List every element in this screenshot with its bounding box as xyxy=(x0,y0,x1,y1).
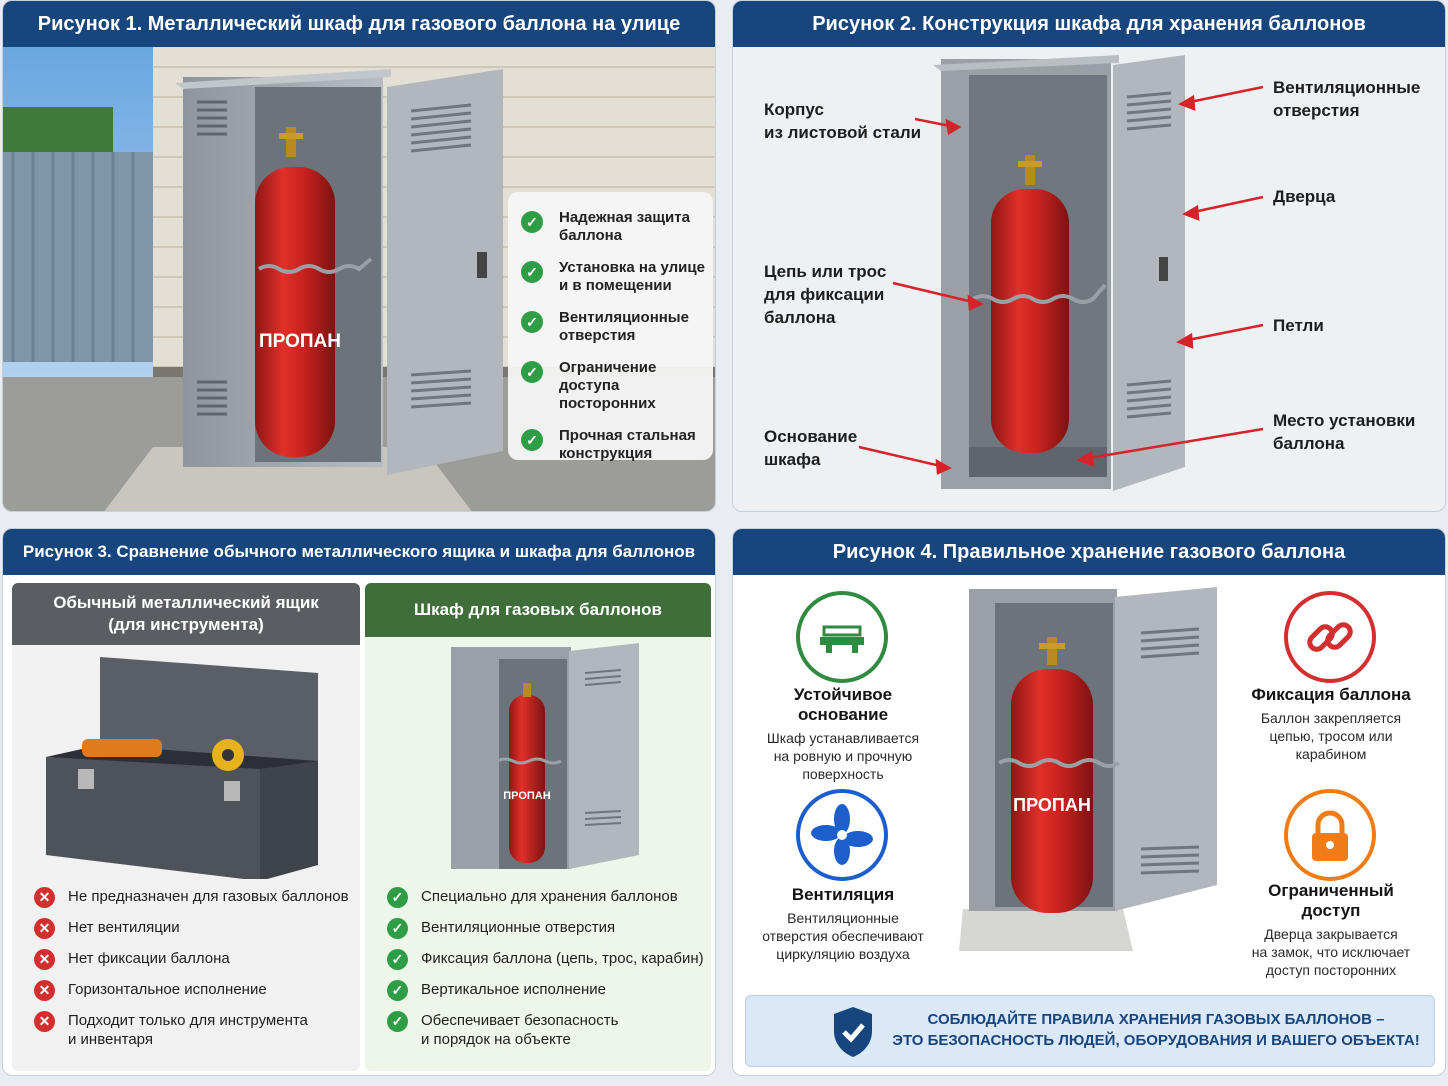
feature-fixation: Фиксация баллона Баллон закрепляется цеп… xyxy=(1251,685,1411,762)
cabinet-column-title: Шкаф для газовых баллонов xyxy=(365,583,711,637)
cylinder-label-4: ПРОПАН xyxy=(1013,795,1091,815)
label-place: Место установки баллона xyxy=(1273,411,1416,453)
label-vents: Вентиляционные отверстия xyxy=(1273,78,1421,120)
label-body: Корпус из листовой стали xyxy=(764,100,922,142)
pros-item: ✓Обеспечивает безопасность и порядок на … xyxy=(387,1011,707,1049)
cons-item: ✕Нет фиксации баллона xyxy=(34,949,354,970)
feature-item: ✓Установка на улице и в помещении xyxy=(521,259,715,295)
figure-2-panel: Рисунок 2. Конструкция шкафа для хранени… xyxy=(732,0,1446,512)
cabinet-image-center: ПРОПАН xyxy=(959,587,1217,951)
chain-link-icon xyxy=(1284,591,1376,683)
figure-4-title: Рисунок 4. Правильное хранение газового … xyxy=(733,529,1445,575)
fan-icon xyxy=(796,789,888,881)
cabinet-pros-list: ✓Специально для хранения баллонов ✓Венти… xyxy=(387,887,707,1061)
shield-check-icon xyxy=(834,1007,872,1057)
label-door: Дверца xyxy=(1273,187,1336,206)
pros-item: ✓Фиксация баллона (цепь, трос, карабин) xyxy=(387,949,707,970)
feature-item: ✓Ограничение доступа посторонних xyxy=(521,359,715,413)
pros-item: ✓Вентиляционные отверстия xyxy=(387,918,707,939)
toolbox-column-title: Обычный металлический ящик (для инструме… xyxy=(12,583,360,645)
feature-ventilation: Вентиляция Вентиляционные отверстия обес… xyxy=(762,885,924,962)
safety-banner: СОБЛЮДАЙТЕ ПРАВИЛА ХРАНЕНИЯ ГАЗОВЫХ БАЛЛ… xyxy=(745,995,1435,1067)
outdoor-cabinet-photo: ПРОПАН xyxy=(3,47,715,511)
figure-4-panel: Рисунок 4. Правильное хранение газового … xyxy=(732,528,1446,1076)
cylinder-label-1: ПРОПАН xyxy=(259,331,341,352)
label-base: Основание шкафа xyxy=(764,427,858,469)
toolbox-column: Обычный металлический ящик (для инструме… xyxy=(12,583,360,1071)
cons-item: ✕Нет вентиляции xyxy=(34,918,354,939)
cabinet-image-small: ПРОПАН xyxy=(451,643,639,869)
padlock-icon xyxy=(1284,789,1376,881)
figure-3-title: Рисунок 3. Сравнение обычного металличес… xyxy=(3,529,715,575)
figure-1-panel: Рисунок 1. Металлический шкаф для газово… xyxy=(2,0,716,512)
label-chain: Цепь или трос для фиксации баллона xyxy=(764,262,887,327)
cons-item: ✕Не предназначен для газовых баллонов xyxy=(34,887,354,908)
feature-restricted-access: Ограниченный доступ Дверца закрывается н… xyxy=(1251,881,1411,978)
figure-1-title: Рисунок 1. Металлический шкаф для газово… xyxy=(3,1,715,47)
feature-item: ✓Прочная стальная конструкция xyxy=(521,427,715,463)
cons-item: ✕Горизонтальное исполнение xyxy=(34,980,354,1001)
figure-2-title: Рисунок 2. Конструкция шкафа для хранени… xyxy=(733,1,1445,47)
cabinet-diagram xyxy=(858,55,1264,491)
toolbox-cons-list: ✕Не предназначен для газовых баллонов ✕Н… xyxy=(34,887,354,1061)
label-hinges: Петли xyxy=(1273,316,1324,335)
stable-base-icon xyxy=(796,591,888,683)
figure-3-panel: Рисунок 3. Сравнение обычного металличес… xyxy=(2,528,716,1076)
pros-item: ✓Вертикальное исполнение xyxy=(387,980,707,1001)
toolbox-image xyxy=(46,657,318,879)
feature-item: ✓Вентиляционные отверстия xyxy=(521,309,715,345)
cylinder-label-3: ПРОПАН xyxy=(503,790,551,802)
safety-banner-text: СОБЛЮДАЙТЕ ПРАВИЛА ХРАНЕНИЯ ГАЗОВЫХ БАЛЛ… xyxy=(892,1011,1420,1049)
cons-item: ✕Подходит только для инструмента и инвен… xyxy=(34,1011,354,1049)
pros-item: ✓Специально для хранения баллонов xyxy=(387,887,707,908)
feature-item: ✓Надежная защита баллона xyxy=(521,209,715,245)
cabinet-column: Шкаф для газовых баллонов ПРОПАН ✓Специа… xyxy=(365,583,711,1071)
feature-list-1: ✓Надежная защита баллона ✓Установка на у… xyxy=(521,209,715,477)
feature-stable-base: Устойчивое основание Шкаф устанавливаетс… xyxy=(766,685,920,782)
